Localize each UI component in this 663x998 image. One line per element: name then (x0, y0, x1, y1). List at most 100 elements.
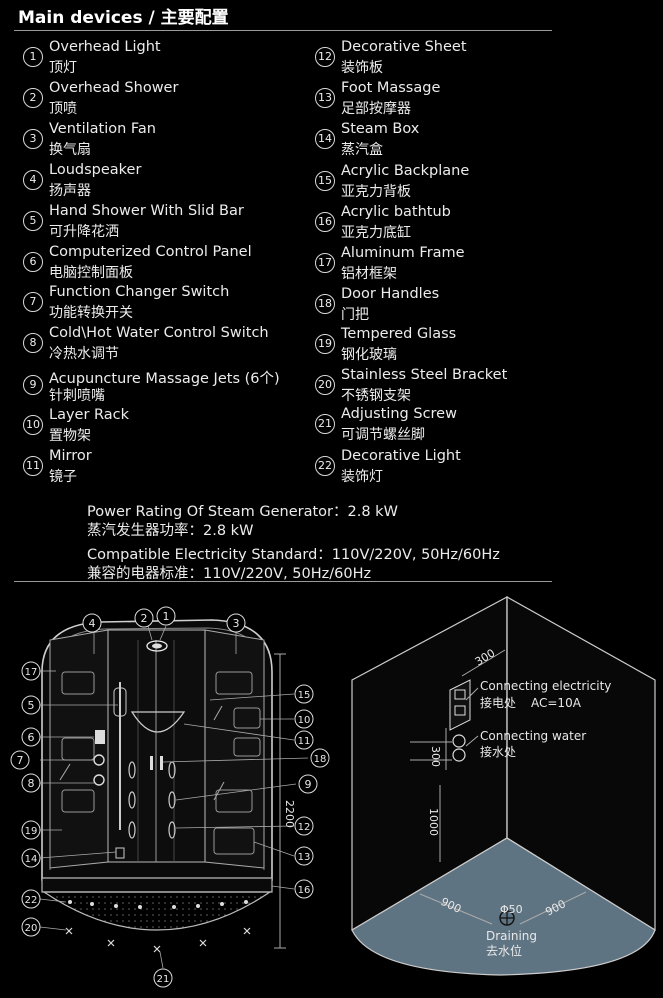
device-name-en: Ventilation Fan (49, 121, 157, 137)
device-number-badge: 17 (315, 253, 335, 273)
spec-electricity-en: Compatible Electricity Standard：110V/220… (87, 547, 500, 563)
dim-drain-label: Φ50 (500, 903, 523, 916)
callout-number: 9 (305, 778, 312, 791)
section-divider (14, 581, 552, 582)
device-name-cn: 可升降花洒 (49, 224, 119, 240)
device-name-en: Overhead Shower (49, 80, 179, 96)
callout-number: 2 (141, 612, 148, 625)
callout-circle (21, 917, 41, 937)
device-name-cn: 电脑控制面板 (49, 265, 133, 281)
device-number-badge: 22 (315, 456, 335, 476)
device-number-badge: 15 (315, 171, 335, 191)
device-name-cn: 铝材框架 (341, 266, 397, 282)
device-number-badge: 20 (315, 375, 335, 395)
callout-circle (21, 773, 41, 793)
device-number-badge: 16 (315, 212, 335, 232)
callout-number: 12 (298, 822, 311, 833)
device-name-en: Tempered Glass (341, 326, 457, 342)
callout-circle (21, 727, 41, 747)
foot-massage-icon (213, 827, 255, 855)
device-name-en: Decorative Sheet (341, 39, 467, 55)
electricity-spec: AC=10A (531, 696, 582, 710)
control-panel-icon (95, 730, 105, 744)
tub-floor (42, 891, 272, 931)
device-number-badge: 4 (23, 170, 43, 190)
callout-circle (294, 730, 314, 750)
device-name-cn: 装饰灯 (341, 469, 383, 485)
callout-circle (21, 661, 41, 681)
device-number-badge: 11 (23, 456, 43, 476)
device-number-badge: 7 (23, 292, 43, 312)
device-name-cn: 顶灯 (49, 60, 77, 76)
callout-circle (156, 606, 176, 626)
device-name-en: Steam Box (341, 121, 420, 137)
device-name-en: Acrylic bathtub (341, 204, 451, 220)
device-number-badge: 1 (23, 47, 43, 67)
layer-rack-icon (233, 707, 261, 729)
callout-circle (226, 613, 246, 633)
device-name-cn: 钢化玻璃 (341, 347, 397, 363)
callout-number: 11 (298, 736, 311, 747)
callout-circle (21, 820, 41, 840)
callout-number: 3 (233, 617, 240, 630)
callout-number: 18 (314, 754, 327, 765)
device-name-en: Door Handles (341, 286, 440, 302)
device-number-badge: 10 (23, 415, 43, 435)
callout-circle (294, 709, 314, 729)
callout-number: 7 (17, 754, 24, 767)
device-number-badge: 9 (23, 375, 43, 395)
device-number-badge: 3 (23, 129, 43, 149)
device-name-en: Adjusting Screw (341, 406, 457, 422)
callout-number: 20 (25, 923, 38, 934)
device-name-en: Loudspeaker (49, 162, 142, 178)
device-name-en: Hand Shower With Slid Bar (49, 203, 244, 219)
water-connector-icon (452, 734, 466, 748)
device-number-badge: 18 (315, 294, 335, 314)
overhead-light-icon (146, 640, 168, 652)
device-name-en: Aluminum Frame (341, 245, 465, 261)
electricity-label-en: Connecting electricity (480, 679, 611, 693)
callout-circle (10, 750, 30, 770)
device-number-badge: 12 (315, 47, 335, 67)
water-label-cn: 接水处 (480, 744, 516, 759)
device-name-cn: 针刺喷嘴 (49, 388, 105, 404)
drain-label-en: Draining (486, 929, 537, 943)
device-name-cn: 亚克力底缸 (341, 225, 411, 241)
mirror-icon (130, 711, 186, 733)
device-name-cn: 换气扇 (49, 142, 91, 158)
acrylic-tub (41, 877, 273, 893)
device-name-cn: 足部按摩器 (341, 101, 411, 117)
device-name-en: Cold\Hot Water Control Switch (49, 325, 269, 341)
device-name-en: Mirror (49, 448, 92, 464)
device-number-badge: 8 (23, 333, 43, 353)
callout-circle (294, 879, 314, 899)
device-name-cn: 装饰板 (341, 60, 383, 76)
device-name-en: Acrylic Backplane (341, 163, 470, 179)
device-name-cn: 置物架 (49, 428, 91, 444)
callout-circle (298, 774, 318, 794)
device-name-en: Overhead Light (49, 39, 161, 55)
title-divider (14, 30, 552, 31)
callout-number: 21 (157, 974, 170, 985)
callout-circle (294, 684, 314, 704)
callout-circle (294, 816, 314, 836)
device-number-badge: 14 (315, 129, 335, 149)
callout-number: 5 (28, 699, 35, 712)
height-dimension-label: 2200 (283, 800, 296, 828)
callout-number: 10 (298, 715, 311, 726)
device-name-cn: 不锈钢支架 (341, 388, 411, 404)
device-name-cn: 功能转换开关 (49, 305, 133, 321)
callout-number: 4 (89, 617, 96, 630)
callout-number: 6 (28, 731, 35, 744)
device-number-badge: 19 (315, 334, 335, 354)
device-name-cn: 门把 (341, 307, 369, 323)
dim-side-label: 300 (429, 746, 442, 767)
page-title: Main devices / 主要配置 (18, 8, 229, 28)
water-label-en: Connecting water (480, 729, 586, 743)
spec-electricity-cn: 兼容的电器标准：110V/220V, 50Hz/60Hz (87, 566, 372, 582)
device-number-badge: 6 (23, 252, 43, 272)
device-name-en: Acupuncture Massage Jets (6个) (49, 371, 280, 387)
callout-circle (153, 968, 173, 988)
